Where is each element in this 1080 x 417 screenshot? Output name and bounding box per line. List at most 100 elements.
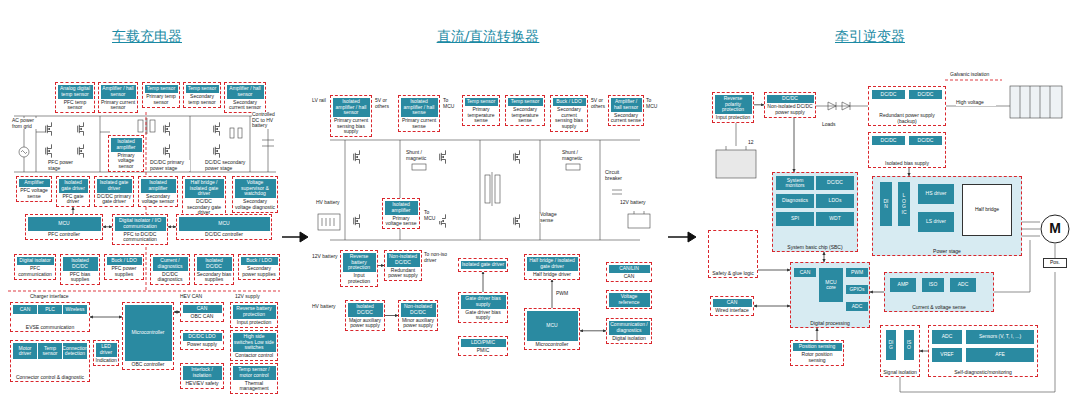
node-text: LDO/PMIC	[471, 340, 495, 346]
node-text: DC/DC	[782, 96, 798, 102]
node-text: Temp sensor	[188, 86, 217, 92]
node-text: Thermal management	[233, 380, 276, 392]
schematic-stroke	[46, 144, 52, 157]
node-text: LED driver	[97, 344, 116, 355]
component-card: Temp sensorPrimary temp sensor	[142, 82, 180, 108]
node-text: PMIC	[461, 347, 506, 354]
group-panel: System basic chip (SBC)System monitorsDC…	[772, 172, 858, 252]
node-text: ISO	[907, 340, 912, 351]
connector	[754, 306, 790, 307]
chip-block: Connection detection	[63, 343, 87, 359]
component-card: Gate driver bias supplyGate driver bias …	[458, 292, 508, 323]
node-text: Isolated gate driver	[462, 262, 505, 268]
component-card: Analog digital temp sensorPFC temp senso…	[55, 82, 95, 113]
node-text: GPIOs	[849, 287, 864, 293]
chip-block: CAN	[13, 305, 37, 314]
component-card: CANOBC CAN	[180, 302, 224, 322]
isolation-barrier	[8, 80, 1002, 291]
component-card: Buck / LDOPFC power supplies	[104, 254, 144, 280]
obc-schematic	[14, 116, 276, 172]
node-text: CAN	[20, 307, 31, 313]
node-text: Amplifier / hall sensor	[612, 99, 641, 110]
node-text: Primary temp sensor	[145, 93, 178, 105]
node-text: MCU	[218, 221, 229, 227]
schematic-stroke	[514, 214, 520, 227]
stacked-block: ISO	[904, 330, 914, 360]
chip-block: System monitors	[776, 176, 814, 190]
annotation: Charger interface	[30, 294, 80, 300]
chip-block: DC/DC	[872, 90, 905, 99]
teal-chip: Temp sensor / motor control	[233, 366, 276, 380]
component-card: Communication / diagnosticsDigital isola…	[606, 318, 652, 344]
component-card: AmplifierPFC voltage sense	[16, 176, 52, 202]
annotation: PFC power stage	[48, 160, 78, 171]
node-text: Input protection	[233, 319, 276, 326]
section-title: 直流/直流转换器	[418, 28, 558, 45]
connector	[168, 226, 176, 227]
component-card: Buck / LDOSecondary current sensing bias…	[550, 95, 588, 132]
group-frame: Redundant power supply (backup) DC/DC DC/D…	[868, 86, 946, 126]
teal-chip: Amplifier / hall sensor	[611, 98, 642, 112]
schematic-stroke	[354, 150, 360, 163]
connector	[794, 118, 795, 173]
schematic-stroke	[318, 214, 340, 230]
schematic-stroke	[688, 232, 696, 242]
node-text: Digital isolation	[609, 335, 650, 342]
node-text: DC/DC	[918, 92, 934, 98]
node-text: Isolated bias supply	[870, 161, 944, 167]
node-text: Redundant power supply (backup)	[870, 113, 944, 124]
teal-chip: Temp sensor	[465, 98, 498, 107]
component-card: CAN/LINCAN	[606, 262, 652, 282]
annotation: Controlled DC to HV battery	[252, 112, 280, 129]
node-text: DC/DC primary gate driver	[97, 193, 132, 205]
node-text: ADC	[852, 304, 863, 310]
connector	[580, 330, 606, 331]
node-text: Secondary bias supplies	[197, 271, 232, 283]
chip-block: DC/DC	[909, 90, 942, 99]
panel-arrow	[282, 232, 696, 242]
node-text: Isolated gate driver	[98, 180, 131, 191]
node-text: Half bridge / isolated gate driver	[528, 258, 577, 269]
annotation: To MCU	[443, 98, 460, 109]
node-text: AMP	[898, 282, 909, 288]
chip-block: PWM	[846, 268, 868, 277]
teal-chip: CAN	[713, 299, 752, 308]
node-text: Rotor position sensing	[793, 351, 842, 363]
teal-chip: Digital isolator	[17, 257, 54, 266]
connector	[754, 104, 764, 105]
node-text: OBC CAN	[183, 313, 222, 320]
node-text: Temp sensor / motor control	[234, 367, 275, 378]
component-card: Position sensingRotor position sensing	[790, 340, 844, 366]
chip-block: CAN	[794, 268, 816, 277]
node-text: Isolated amplifier	[386, 202, 417, 213]
node-text: Amplifier	[24, 180, 43, 186]
stacked-block: DIG	[886, 330, 896, 360]
schematic-stroke	[164, 144, 170, 157]
teal-chip: Isolated DC/DC	[197, 257, 232, 271]
node-text: PFC to DC/DC communication	[115, 231, 166, 243]
component-card: Isolated DC/DCSecondary bias supplies	[194, 254, 234, 285]
dcdc-schematic	[318, 140, 650, 240]
annotation: HEV CAN	[180, 294, 210, 300]
node-text: DC/DC	[827, 180, 843, 186]
node-text: DC/DC controller	[179, 231, 270, 238]
node-text: PFC voltage sense	[19, 187, 50, 199]
teal-chip: Interlock / isolation	[183, 366, 222, 380]
component-card: Isolated DC/DCPFC bias supplies	[60, 254, 100, 285]
node-text: PFC power supplies	[107, 265, 142, 277]
chip-block: DC/DC	[816, 176, 854, 190]
component-card: Isolated amplifier / hall sensePrimary c…	[398, 95, 440, 132]
teal-chip: Temp sensor	[186, 85, 219, 94]
annotation: Shunt / magnetic	[562, 150, 594, 161]
node-text: Secondary current sensor	[227, 99, 264, 111]
group-frame: Isolated bias supplyDC/DCDC/DC	[868, 132, 946, 168]
node-text: Buck / LDO	[111, 258, 137, 264]
node-text: Primary temperature sense	[465, 106, 498, 124]
component-card: LDO/PMICPMIC	[458, 336, 508, 356]
group-frame: Signal isolationDIGISO	[880, 325, 920, 377]
teal-chip: DC/DC	[767, 95, 814, 104]
schematic-stroke	[726, 122, 746, 150]
teal-chip: Reverse battery protection	[233, 305, 276, 319]
node-text: Sensors (V, T, I, ...)	[979, 334, 1021, 340]
node-text: Secondary voltage sensor	[141, 193, 176, 205]
